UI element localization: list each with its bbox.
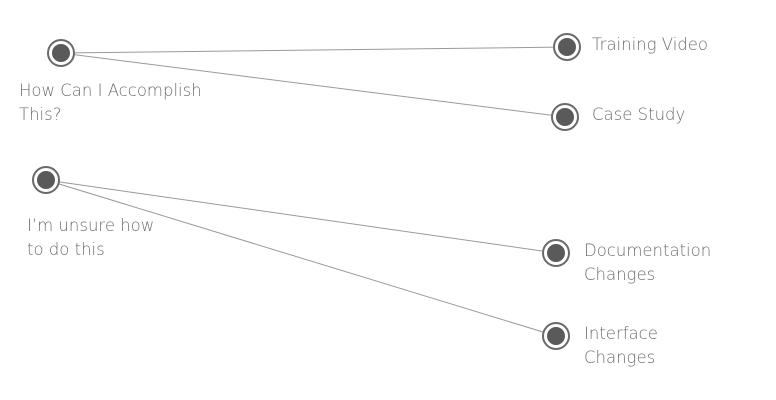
- edges: [45, 46, 568, 337]
- edge-accomplish-case-study: [60, 52, 566, 118]
- label-accomplish-line-2: This?: [19, 105, 62, 124]
- label-unsure-line-1: I’m unsure how: [27, 216, 155, 235]
- label-case-study: Case Study: [592, 103, 685, 127]
- edge-accomplish-training-video: [60, 46, 568, 54]
- label-accomplish-line-1: How Can I Accomplish: [19, 81, 202, 100]
- label-unsure: I’m unsure how to do this: [27, 214, 154, 262]
- label-case-study-line-1: Case Study: [592, 105, 686, 124]
- label-interface-changes: Interface Changes: [584, 322, 658, 370]
- node-training-video[interactable]: [553, 33, 581, 61]
- node-accomplish[interactable]: [47, 39, 75, 67]
- label-documentation-changes-line-2: Changes: [584, 265, 656, 284]
- label-unsure-line-2: to do this: [27, 240, 105, 259]
- label-interface-changes-line-1: Interface: [584, 324, 658, 343]
- edge-unsure-documentation-changes: [45, 179, 557, 254]
- label-accomplish: How Can I Accomplish This?: [19, 79, 202, 127]
- label-interface-changes-line-2: Changes: [584, 348, 656, 367]
- label-training-video: Training Video: [592, 33, 708, 57]
- node-unsure[interactable]: [32, 166, 60, 194]
- edge-unsure-interface-changes: [45, 179, 557, 337]
- label-training-video-line-1: Training Video: [592, 35, 709, 54]
- node-interface-changes[interactable]: [542, 322, 570, 350]
- node-documentation-changes[interactable]: [542, 239, 570, 267]
- node-case-study[interactable]: [551, 103, 579, 131]
- label-documentation-changes-line-1: Documentation: [584, 241, 712, 260]
- label-documentation-changes: Documentation Changes: [584, 239, 711, 287]
